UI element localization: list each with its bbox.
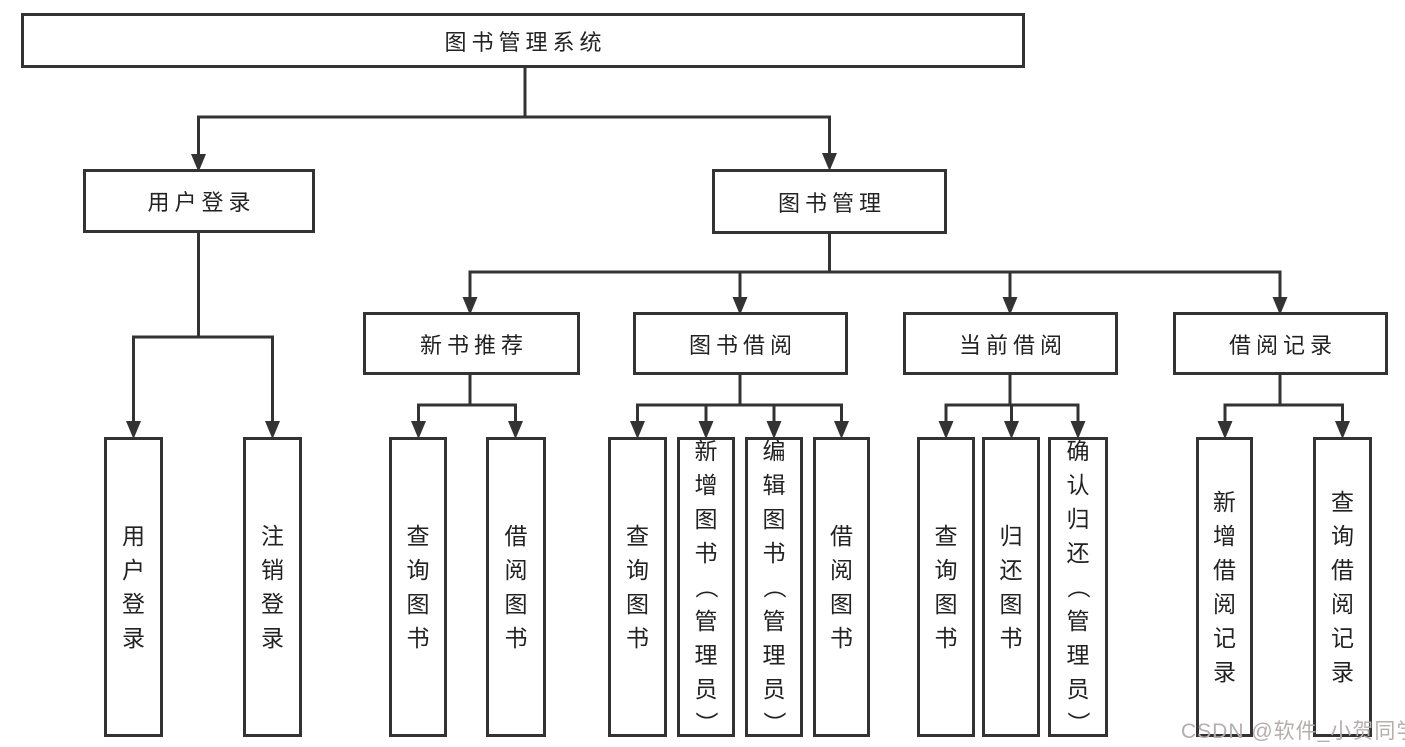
node-book-borrowing: 图书借阅 bbox=[633, 312, 848, 375]
node-borrowing-records: 借阅记录 bbox=[1173, 312, 1388, 375]
node-label: 查询图书 bbox=[934, 523, 958, 651]
node-root: 图书管理系统 bbox=[21, 13, 1025, 68]
node-label: 图书借阅 bbox=[688, 332, 797, 358]
node-label: 编辑图书（管理员） bbox=[761, 438, 787, 735]
node-leaf-borrow-borrow-book: 借阅图书 bbox=[813, 437, 870, 737]
node-label: 查询借阅记录 bbox=[1331, 489, 1354, 685]
node-label: 当前借阅 bbox=[958, 332, 1067, 358]
node-label: 新增借阅记录 bbox=[1213, 489, 1236, 685]
node-label: 新书推荐 bbox=[419, 332, 528, 358]
node-leaf-newbook-query-book: 查询图书 bbox=[389, 437, 447, 737]
node-leaf-logout: 注销登录 bbox=[243, 437, 302, 737]
node-leaf-records-query-record: 查询借阅记录 bbox=[1313, 437, 1372, 737]
node-label: 注销登录 bbox=[261, 523, 284, 651]
node-leaf-current-return-book: 归还图书 bbox=[982, 437, 1040, 737]
node-leaf-login: 用户登录 bbox=[104, 437, 163, 737]
node-user-login: 用户登录 bbox=[83, 169, 315, 233]
node-label: 图书管理 bbox=[777, 190, 886, 216]
node-label: 确认归还（管理员） bbox=[1065, 438, 1091, 735]
node-label: 借阅图书 bbox=[830, 523, 853, 651]
node-label: 新增图书（管理员） bbox=[693, 438, 719, 735]
node-label: 查询图书 bbox=[406, 523, 430, 651]
node-label: 用户登录 bbox=[122, 523, 145, 651]
node-label: 归还图书 bbox=[999, 523, 1023, 651]
node-leaf-records-add-record: 新增借阅记录 bbox=[1196, 437, 1253, 737]
node-book-management: 图书管理 bbox=[712, 169, 947, 234]
watermark-text: CSDN @软件_小贺同学 bbox=[1181, 720, 1405, 743]
node-new-book-recommend: 新书推荐 bbox=[363, 312, 580, 375]
node-leaf-current-query-book: 查询图书 bbox=[917, 437, 975, 737]
node-label: 借阅记录 bbox=[1228, 332, 1337, 358]
tree-lines bbox=[132, 66, 1344, 427]
node-leaf-borrow-query-book: 查询图书 bbox=[608, 437, 667, 737]
node-leaf-newbook-borrow-book: 借阅图书 bbox=[486, 437, 546, 737]
node-label: 用户登录 bbox=[147, 190, 256, 215]
node-leaf-borrow-edit-book: 编辑图书（管理员） bbox=[745, 437, 803, 737]
node-label: 查询图书 bbox=[626, 523, 649, 651]
node-label: 图书管理系统 bbox=[444, 29, 607, 55]
node-leaf-borrow-add-book: 新增图书（管理员） bbox=[677, 437, 735, 737]
node-leaf-current-confirm-return: 确认归还（管理员） bbox=[1048, 437, 1108, 737]
node-current-borrowing: 当前借阅 bbox=[903, 312, 1118, 375]
node-label: 借阅图书 bbox=[504, 523, 528, 651]
